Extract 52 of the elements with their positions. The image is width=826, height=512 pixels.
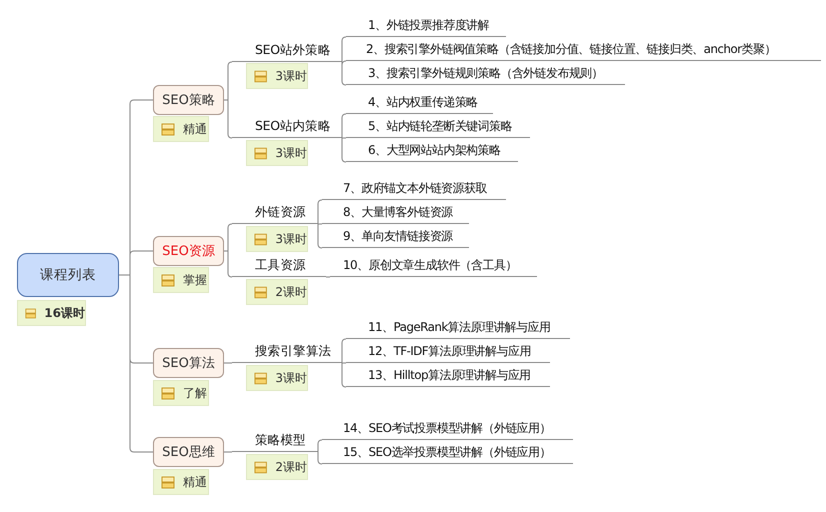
- duration-label: 精通: [183, 474, 207, 490]
- course-item-label: 7、政府锚文本外链资源获取: [322, 178, 506, 200]
- subtopic-label: 搜索引擎算法: [232, 341, 342, 363]
- connector-line: [342, 36, 346, 62]
- duration-label: 2课时: [275, 458, 307, 476]
- branch-topic-box: SEO思维: [153, 437, 224, 467]
- connector-line: [318, 224, 322, 248]
- course-item-label: 15、SEO选举投票模型讲解（外链应用）: [322, 442, 573, 464]
- duration-label: 3课时: [275, 230, 307, 248]
- duration-label: 掌握: [183, 272, 207, 288]
- subtopic-label: SEO站内策略: [232, 116, 342, 138]
- duration-label: 16课时: [44, 304, 85, 322]
- connector-line: [318, 452, 322, 464]
- duration-label: 3课时: [275, 370, 307, 386]
- root-topic-box: 课程列表: [17, 253, 119, 297]
- connector-line: [318, 440, 322, 452]
- connector-line: [342, 362, 346, 388]
- connector-line: [224, 362, 232, 364]
- connector-line: [118, 274, 154, 452]
- course-item-label: 3、搜索引擎外链规则策略（含外链发布规则）: [346, 63, 625, 85]
- course-item-label: 12、TF-IDF算法原理讲解与应用: [346, 341, 550, 363]
- course-item-label: 8、大量博客外链资源: [322, 202, 469, 224]
- connector-line: [326, 276, 330, 278]
- subtopic-label: 工具资源: [232, 255, 326, 277]
- course-item-label: 2、搜索引擎外链阀值策略（含链接加分值、链接位置、链接归类、anchor类聚）: [346, 39, 821, 61]
- subtopic-label: 外链资源: [232, 202, 318, 224]
- duration-label: 2课时: [275, 284, 307, 300]
- duration-label: 精通: [183, 120, 207, 138]
- course-item-label: 14、SEO考试投票模型讲解（外链应用）: [322, 418, 573, 440]
- connector-line: [342, 62, 346, 86]
- duration-label: 了解: [183, 384, 207, 402]
- course-item-label: 6、大型网站站内架构策略: [346, 140, 518, 162]
- course-item-label: 11、PageRank算法原理讲解与应用: [346, 317, 570, 339]
- subtopic-label: 策略模型: [232, 430, 318, 452]
- branch-topic-box: SEO策略: [153, 85, 224, 115]
- connector-line: [342, 114, 346, 138]
- connector-line: [342, 138, 346, 162]
- connector-line: [342, 362, 346, 364]
- course-item-label: 1、外链投票推荐度讲解: [346, 15, 506, 37]
- course-item-label: 13、Hilltop算法原理讲解与应用: [346, 365, 550, 387]
- course-item-label: 5、站内链轮垄断关键词策略: [346, 116, 530, 138]
- subtopic-label: SEO站外策略: [232, 40, 342, 62]
- branch-topic-box: SEO算法: [153, 348, 224, 378]
- connector-line: [342, 338, 346, 364]
- course-item-label: 10、原创文章生成软件（含工具）: [330, 255, 537, 277]
- connector-line: [342, 60, 346, 66]
- connector-line: [318, 200, 322, 224]
- course-item-label: 4、站内权重传递策略: [346, 92, 493, 114]
- branch-topic-box: SEO资源: [153, 236, 224, 266]
- duration-label: 3课时: [275, 144, 307, 162]
- course-item-label: 9、单向友情链接资源: [322, 226, 469, 248]
- duration-label: 3课时: [275, 68, 307, 84]
